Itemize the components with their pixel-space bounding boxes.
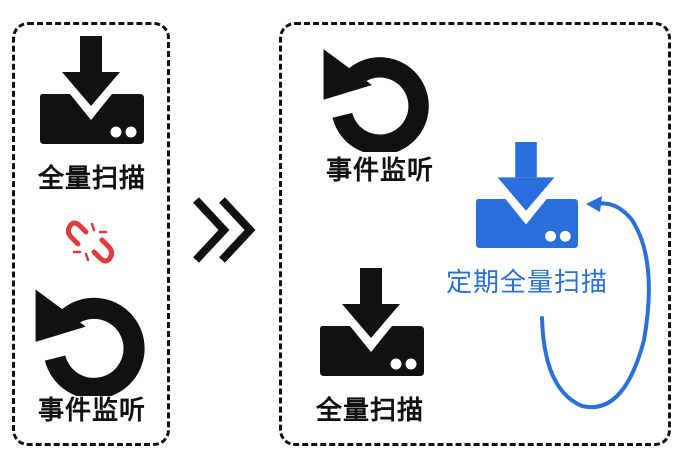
full-scan-label-left: 全量扫描: [37, 164, 146, 194]
event-listen-label-right: 事件监听: [325, 156, 434, 186]
broken-link-icon: [66, 220, 114, 264]
right-panel: [279, 22, 671, 446]
event-listen-label-left: 事件监听: [37, 396, 146, 426]
double-chevron-right-icon: [193, 197, 256, 263]
refresh-icon: [322, 40, 434, 152]
full-scan-label-right: 全量扫描: [315, 396, 424, 426]
scheduled-full-scan-label: 定期全量扫描: [445, 268, 608, 298]
loop-arrow-icon: [540, 196, 651, 410]
download-drive-icon: [40, 36, 144, 144]
download-drive-icon: [320, 268, 424, 376]
left-panel: [12, 22, 170, 446]
refresh-icon: [34, 280, 150, 396]
